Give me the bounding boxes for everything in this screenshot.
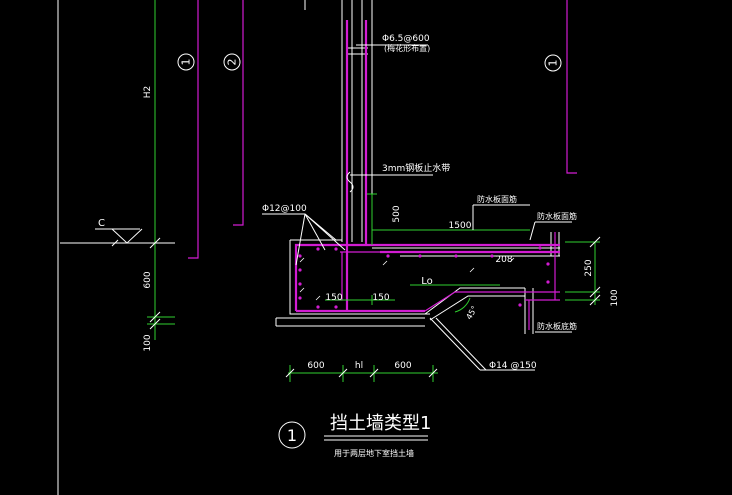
- left-dim-600: 600: [143, 271, 153, 288]
- footing-slab: [275, 232, 560, 334]
- wall-line-2: [233, 0, 244, 226]
- rebar-top-note: (梅花形布置): [384, 43, 430, 53]
- leader-lines: [262, 44, 572, 371]
- right-dim-250: 250: [584, 259, 594, 276]
- dim-208: 208: [495, 255, 512, 265]
- retaining-wall: [304, 0, 373, 242]
- angle-label: 45°: [464, 304, 479, 321]
- dim-500: 500: [392, 205, 402, 222]
- rebar-bottom-label: Φ14 @150: [489, 361, 537, 371]
- detail-title-block: [278, 421, 428, 449]
- bottom-dim-hl: hl: [355, 361, 363, 371]
- grade-marker-label: C: [98, 218, 105, 229]
- waterstop-label: 3mm钢板止水带: [382, 162, 450, 174]
- rebar-top-label: Φ6.5@600: [382, 34, 430, 44]
- bottom-dim-600-right: 600: [394, 361, 411, 371]
- elevation-label: H2: [143, 86, 153, 99]
- concrete-hatch: [299, 257, 515, 301]
- waterproof-bottom-label: 防水板底筋: [537, 321, 577, 331]
- waterproof-mid-label: 防水板面筋: [537, 211, 577, 221]
- left-dim-100: 100: [143, 334, 153, 351]
- dim-150-right: 150: [372, 293, 389, 303]
- dim-1500: 1500: [449, 221, 472, 231]
- waterproof-top-label: 防水板面筋: [477, 194, 517, 204]
- rebar-dots: [298, 246, 550, 309]
- right-dim-100: 100: [610, 289, 620, 306]
- wall-line-right: [566, 0, 577, 174]
- axis-marker-3: 1: [544, 54, 562, 72]
- waterstop-symbol: [346, 171, 354, 193]
- structure-dimensions: [325, 193, 601, 313]
- axis-marker-2: 2: [223, 53, 241, 71]
- bottom-dim-600-left: 600: [307, 361, 324, 371]
- svg-text:1: 1: [547, 60, 560, 67]
- detail-number: 1: [287, 426, 297, 445]
- svg-text:2: 2: [226, 59, 239, 66]
- axis-marker-1: 1: [177, 53, 195, 71]
- svg-text:1: 1: [180, 59, 193, 66]
- bottom-dimension-chain: [285, 365, 438, 382]
- length-label: Lo: [421, 276, 433, 287]
- rebar-left-label: Φ12@100: [262, 204, 307, 214]
- grade-level-marker: [60, 228, 175, 247]
- detail-subtitle: 用于两层地下室挡土墙: [334, 448, 414, 458]
- dim-150-left: 150: [325, 293, 342, 303]
- detail-title: 挡土墙类型1: [330, 413, 431, 434]
- wall-line-1: [188, 0, 199, 259]
